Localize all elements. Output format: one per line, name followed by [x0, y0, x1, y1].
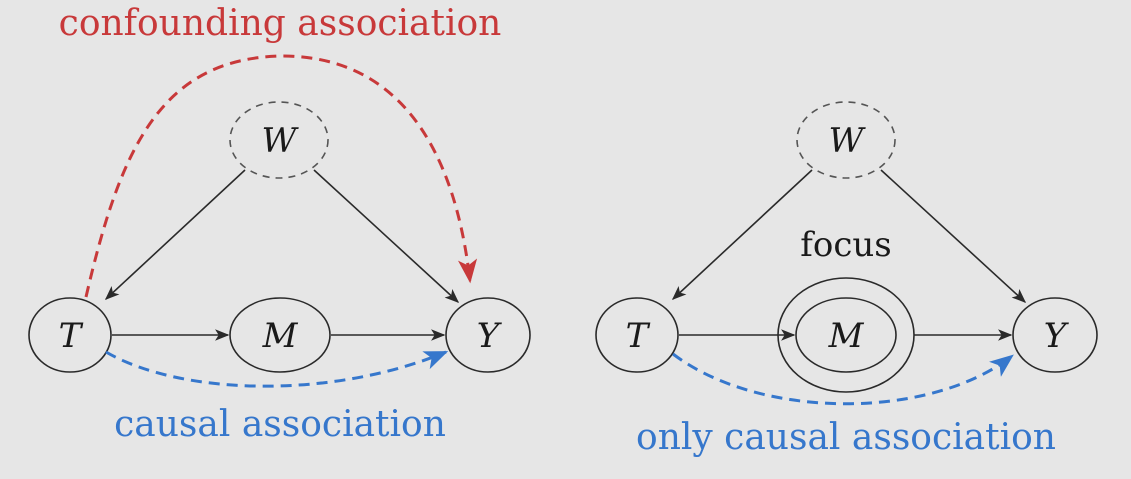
focus-label: focus	[800, 225, 891, 265]
causal-association-label: causal association	[114, 404, 446, 445]
node-w-left-label: W	[262, 121, 300, 161]
node-m-left	[229, 297, 331, 373]
node-y-right-label: Y	[1044, 316, 1070, 356]
left-diagram: confounding association W T M Y causal a…	[28, 3, 531, 445]
node-y-left	[445, 297, 531, 373]
edge-w-y-left	[313, 169, 460, 303]
edge-w-t-right	[671, 169, 813, 300]
node-w-left	[229, 101, 329, 179]
right-diagram: W focus T M Y only causal association	[595, 101, 1098, 458]
node-y-right	[1012, 297, 1098, 373]
node-t-right	[595, 297, 679, 373]
node-w-right-label: W	[829, 121, 867, 161]
causal-path-left	[105, 350, 449, 388]
edge-w-t-left	[104, 169, 246, 300]
node-y-left-label: Y	[477, 316, 503, 356]
node-m-left-label: M	[262, 316, 299, 356]
confounding-association-label: confounding association	[59, 3, 502, 44]
causal-path-right	[672, 352, 1014, 406]
edge-w-y-right	[880, 169, 1027, 303]
node-t-left-label: T	[59, 316, 84, 356]
node-m-right-label: M	[828, 316, 865, 356]
only-causal-association-label: only causal association	[636, 417, 1056, 458]
node-m-right	[795, 297, 897, 373]
confounding-path	[84, 54, 478, 298]
node-t-right-label: T	[626, 316, 651, 356]
node-w-right	[796, 101, 896, 179]
node-t-left	[28, 297, 112, 373]
